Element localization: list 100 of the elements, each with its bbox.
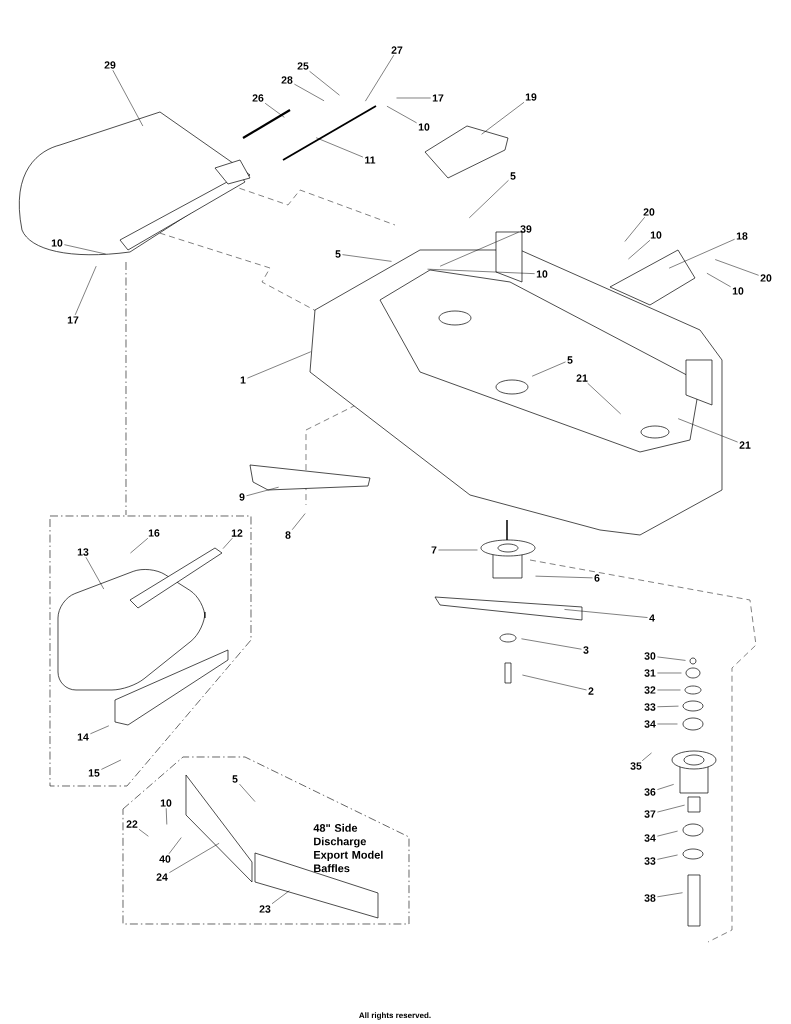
callout-number: 3 [583, 646, 589, 654]
leader-line [628, 240, 651, 260]
leader-line [315, 137, 364, 158]
callout-number: 14 [77, 733, 89, 741]
assembly-frame [49, 515, 252, 787]
leader-line [112, 70, 144, 127]
callout-number: 21 [576, 374, 588, 382]
leader-line [396, 97, 431, 99]
callout-number: 2 [588, 687, 594, 695]
callout-number: 17 [432, 94, 444, 102]
leader-line [438, 549, 478, 551]
leader-line [291, 513, 306, 530]
leader-line [668, 239, 735, 269]
callout-number: 27 [391, 46, 403, 54]
leader-line [365, 54, 395, 102]
leader-line [309, 71, 340, 96]
leader-line [657, 784, 674, 790]
leader-line [386, 105, 417, 124]
leader-line [130, 538, 149, 554]
leader-line [246, 486, 279, 497]
callout-number: 23 [259, 905, 271, 913]
leader-line [85, 557, 105, 590]
callout-number: 24 [156, 873, 168, 881]
leader-line [247, 351, 312, 379]
callout-number: 20 [760, 274, 772, 282]
leader-line [294, 83, 325, 102]
callout-number: 1 [240, 376, 246, 384]
leader-line [657, 892, 683, 898]
leader-line [222, 537, 233, 549]
callout-number: 16 [148, 529, 160, 537]
leader-line [657, 656, 686, 661]
callout-number: 29 [104, 61, 116, 69]
callout-number: 34 [644, 720, 656, 728]
callout-number: 7 [431, 546, 437, 554]
callout-number: 17 [67, 316, 79, 324]
callout-number: 10 [418, 123, 430, 131]
callout-number: 5 [335, 250, 341, 258]
leader-line [677, 418, 738, 443]
callout-number: 25 [297, 62, 309, 70]
callout-number: 10 [732, 287, 744, 295]
callout-number: 33 [644, 857, 656, 865]
leader-line [624, 217, 645, 242]
leader-line [169, 843, 220, 873]
leader-line [564, 609, 648, 618]
callout-number: 10 [536, 270, 548, 278]
callout-number: 12 [231, 529, 243, 537]
leader-line [657, 854, 678, 860]
leader-line [657, 723, 678, 725]
callout-number: 36 [644, 788, 656, 796]
leader-line [657, 830, 678, 837]
callout-number: 30 [644, 652, 656, 660]
callout-number: 15 [88, 769, 100, 777]
callout-number: 18 [736, 232, 748, 240]
leader-line [642, 752, 652, 761]
leader-line [64, 244, 106, 255]
callout-number: 32 [644, 686, 656, 694]
callout-number: 4 [649, 614, 655, 622]
leader-line [521, 638, 582, 650]
leader-line [138, 828, 149, 837]
leader-line [101, 759, 122, 770]
leader-line [439, 231, 519, 267]
callout-number: 5 [567, 356, 573, 364]
leader-line [469, 180, 509, 219]
leader-line [531, 361, 566, 377]
callout-number: 28 [281, 76, 293, 84]
leader-line [706, 273, 731, 288]
leader-line [657, 804, 685, 813]
leader-line [264, 103, 285, 118]
leader-line [342, 254, 392, 262]
callout-number: 37 [644, 810, 656, 818]
leader-line [657, 672, 682, 674]
callout-number: 5 [232, 775, 238, 783]
callout-number: 9 [239, 493, 245, 501]
callout-number: 6 [594, 574, 600, 582]
callout-number: 11 [365, 156, 376, 164]
callout-number: 33 [644, 703, 656, 711]
callout-number: 38 [644, 894, 656, 902]
leader-line [90, 725, 110, 735]
callout-number: 26 [252, 94, 264, 102]
callout-number: 22 [126, 820, 138, 828]
callout-number: 35 [630, 762, 642, 770]
leader-line [74, 265, 97, 316]
leader-line [535, 575, 593, 579]
leader-line [427, 268, 535, 274]
leader-line [239, 783, 256, 802]
callout-number: 8 [285, 531, 291, 539]
leader-line [168, 837, 182, 854]
leader-line [522, 674, 587, 691]
callout-number: 19 [525, 93, 537, 101]
callout-number: 40 [159, 855, 171, 863]
callout-number: 20 [643, 208, 655, 216]
leader-line [657, 689, 681, 691]
callout-number: 5 [510, 172, 516, 180]
leader-line [587, 382, 621, 415]
callout-number: 31 [644, 669, 656, 677]
leader-line [715, 259, 759, 276]
callout-number: 21 [739, 441, 751, 449]
leader-line [165, 808, 168, 825]
leader-line [481, 102, 525, 135]
leader-line [271, 890, 290, 904]
